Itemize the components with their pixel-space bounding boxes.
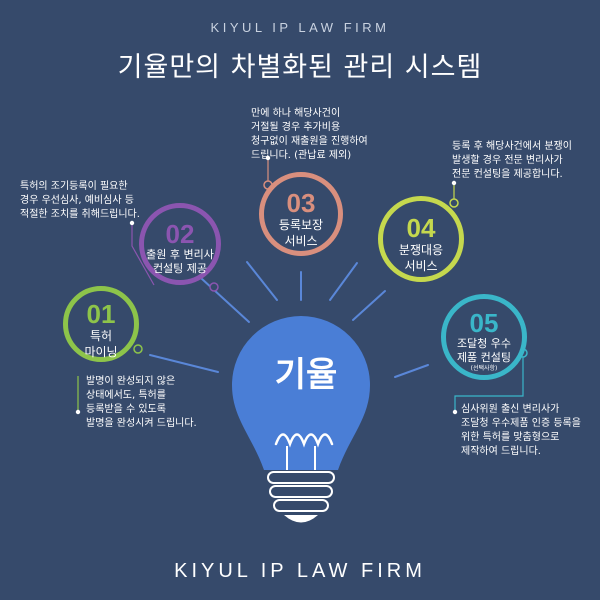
description-line: 심사위원 출신 변리사가 xyxy=(461,404,560,415)
connectors xyxy=(77,160,524,412)
description-line: 등록받을 수 있도록 xyxy=(86,404,166,415)
step-label-line: 제품 컨설팅 xyxy=(456,351,512,364)
step-number: 05 xyxy=(469,308,499,338)
description-line: 발명을 완성시켜 드립니다. xyxy=(86,418,197,429)
bulb-glass-shape xyxy=(232,316,370,470)
step-01-circle: 01 특허 마이닝 xyxy=(63,286,139,362)
connector-02 xyxy=(131,223,155,286)
step-number: 04 xyxy=(406,213,436,243)
description-line: 제작하여 드립니다. xyxy=(461,446,541,457)
description-line: 만에 하나 해당사건이 xyxy=(251,108,341,119)
ray xyxy=(329,262,358,301)
step-02-description: 특허의 조기등록이 필요한 경우 우선심사, 예비심사 등 적절한 조치를 취해… xyxy=(20,180,140,222)
step-number: 03 xyxy=(286,188,316,218)
description-line: 특허의 조기등록이 필요한 xyxy=(20,181,128,192)
step-number: 02 xyxy=(165,219,195,249)
description-line: 상태에서도, 특허를 xyxy=(86,390,166,401)
step-03-description: 만에 하나 해당사건이 거절될 경우 추가비용 청구없이 재출원을 진행하여 드… xyxy=(251,107,368,163)
description-line: 발생할 경우 전문 변리사가 xyxy=(452,155,563,166)
step-label-line: 특허 xyxy=(89,329,113,343)
description-line: 경우 우선심사, 예비심사 등 xyxy=(20,195,134,206)
ray xyxy=(394,364,429,378)
description-line: 드립니다. (관납료 제외) xyxy=(251,150,352,161)
ray xyxy=(246,261,278,301)
description-line: 조달청 우수제품 인증 등록을 xyxy=(461,418,581,429)
step-label-line: 서비스 xyxy=(404,259,438,273)
description-line: 거절될 경우 추가비용 xyxy=(251,122,341,133)
description-line: 위한 특허를 맞춤형으로 xyxy=(461,432,560,443)
step-05-description: 심사위원 출신 변리사가 조달청 우수제품 인증 등록을 위한 특허를 맞춤형으… xyxy=(461,403,581,459)
connector-05 xyxy=(454,356,524,412)
ray xyxy=(149,354,219,373)
step-label-line: 컨설팅 제공 xyxy=(152,262,208,275)
ray xyxy=(352,290,386,321)
description-line: 등록 후 해당사건에서 분쟁이 xyxy=(452,141,572,152)
step-01-description: 발명이 완성되지 않은 상태에서도, 특허를 등록받을 수 있도록 발명을 완성… xyxy=(86,375,197,431)
step-label-line: 조달청 우수 xyxy=(456,337,512,350)
step-label-line: 등록보장 xyxy=(278,218,324,232)
step-05-circle: 05 조달청 우수 제품 컨설팅 (선택사항) xyxy=(441,294,527,380)
bulb-base xyxy=(267,471,335,512)
bulb-label: 기율 xyxy=(274,355,338,395)
step-number: 01 xyxy=(86,299,116,329)
step-04-circle: 04 분쟁대응 서비스 xyxy=(378,196,464,282)
step-label-line: 마이닝 xyxy=(84,345,118,359)
step-label-line: 분쟁대응 xyxy=(398,243,444,257)
step-label-line: 출원 후 변리사 xyxy=(146,248,214,261)
page-title: 기율만의 차별화된 관리 시스템 xyxy=(117,52,483,83)
description-line: 발명이 완성되지 않은 xyxy=(86,376,176,387)
firm-name-bottom: KIYUL IP LAW FIRM xyxy=(174,560,426,582)
step-03-circle: 03 등록보장 서비스 xyxy=(259,172,343,256)
bulb-filament-shape xyxy=(274,433,334,448)
step-02-circle: 02 출원 후 변리사 컨설팅 제공 xyxy=(139,203,221,285)
step-04-description: 등록 후 해당사건에서 분쟁이 발생할 경우 전문 변리사가 전문 컨설팅을 제… xyxy=(452,140,572,182)
bulb-base-tip xyxy=(284,515,318,523)
firm-name-top: KIYUL IP LAW FIRM xyxy=(210,20,390,35)
description-line: 전문 컨설팅을 제공합니다. xyxy=(452,169,563,180)
step-label-line: 서비스 xyxy=(284,234,318,248)
description-line: 청구없이 재출원을 진행하여 xyxy=(251,136,368,147)
step-sub-note: (선택사항) xyxy=(470,365,498,372)
description-line: 적절한 조치를 취해드립니다. xyxy=(20,209,140,220)
